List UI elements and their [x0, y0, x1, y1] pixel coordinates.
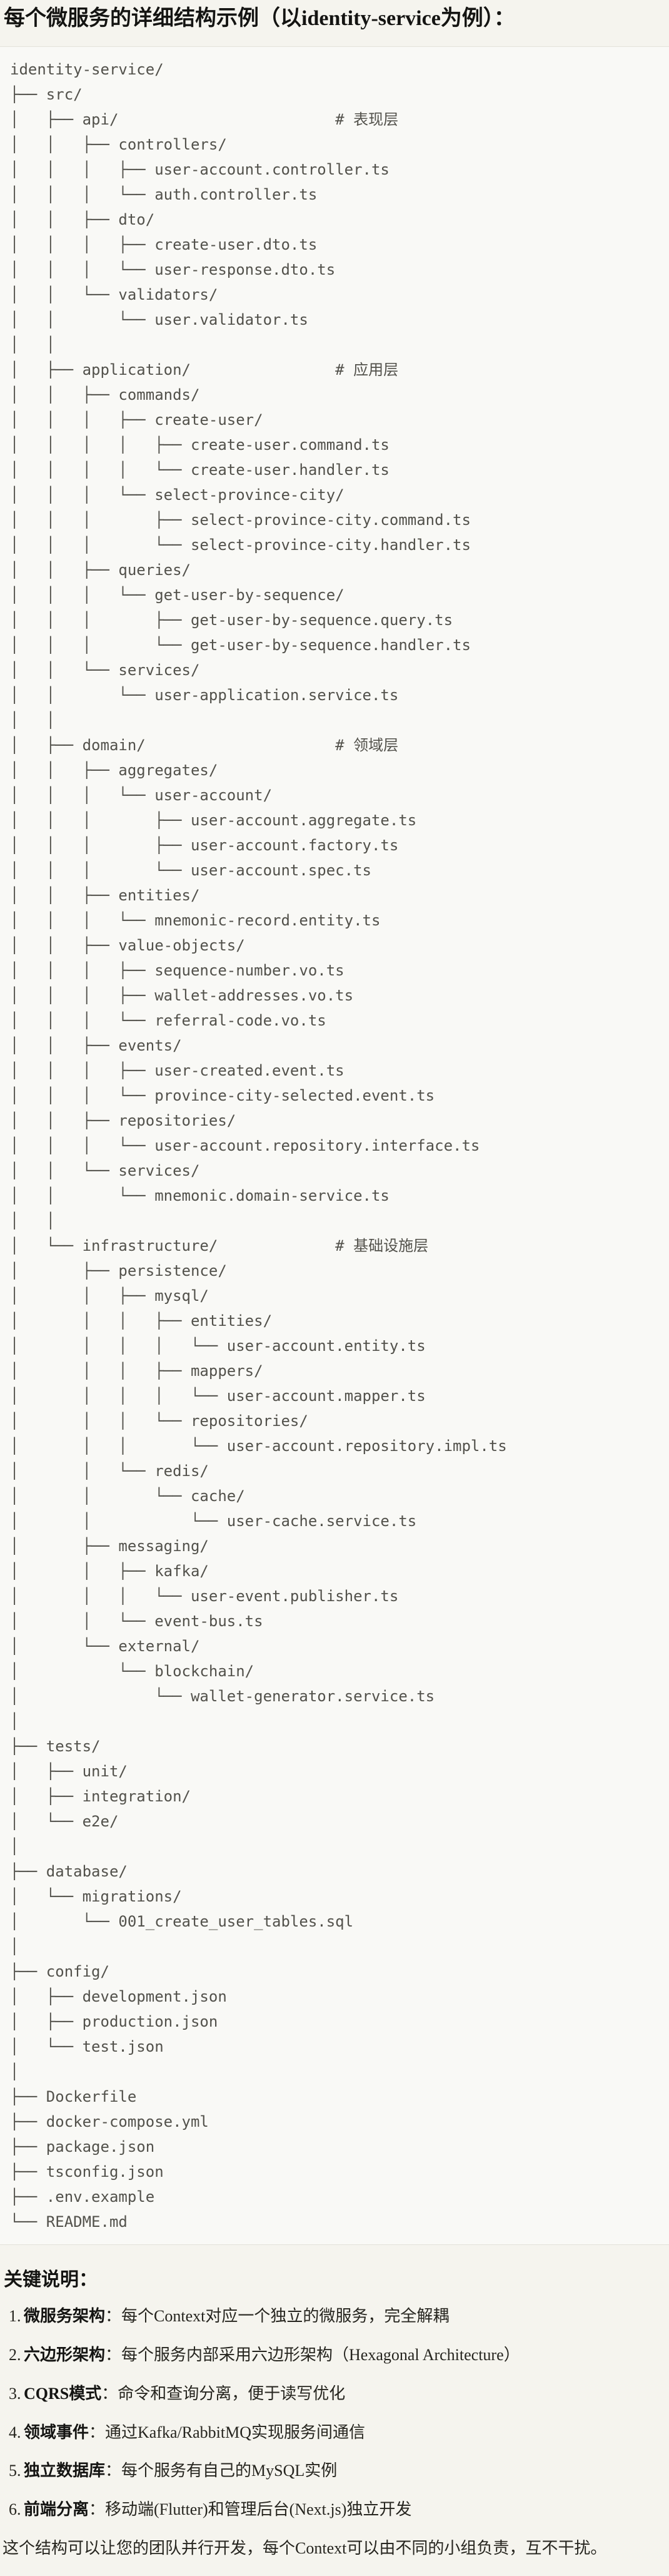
page-title: 每个微服务的详细结构示例（以identity-service为例）： — [4, 7, 515, 30]
note-desc: ：每个服务内部采用六边形架构（Hexagonal Architecture） — [105, 2345, 520, 2364]
note-number: 2. — [9, 2345, 21, 2364]
note-term: 领域事件 — [24, 2423, 89, 2441]
note-item-frontend: 6. 前端分离：移动端(Flutter)和管理后台(Next.js)独立开发 — [9, 2499, 669, 2520]
note-number: 3. — [9, 2384, 21, 2403]
note-desc: ：通过Kafka/RabbitMQ实现服务间通信 — [89, 2423, 365, 2441]
note-term: 六边形架构 — [24, 2345, 106, 2364]
note-term: CQRS模式 — [24, 2384, 102, 2403]
note-text: CQRS模式：命令和查询分离，便于读写优化 — [24, 2383, 345, 2405]
note-number: 6. — [9, 2500, 21, 2519]
note-desc: ：每个Context对应一个独立的微服务，完全解耦 — [105, 2307, 450, 2326]
closing-paragraph: 这个结构可以让您的团队并行开发，每个Context可以由不同的小组负责，互不干扰… — [3, 2538, 607, 2557]
note-term: 独立数据库 — [24, 2461, 106, 2480]
note-term: 微服务架构 — [24, 2307, 106, 2326]
notes-list: 1. 微服务架构：每个Context对应一个独立的微服务，完全解耦 2. 六边形… — [0, 2306, 669, 2520]
note-number: 5. — [9, 2461, 21, 2480]
note-text: 六边形架构：每个服务内部采用六边形架构（Hexagonal Architectu… — [24, 2344, 520, 2366]
note-number: 4. — [9, 2423, 21, 2441]
note-number: 1. — [9, 2307, 21, 2326]
note-desc: ：移动端(Flutter)和管理后台(Next.js)独立开发 — [89, 2500, 412, 2519]
note-item-hexagonal: 2. 六边形架构：每个服务内部采用六边形架构（Hexagonal Archite… — [9, 2344, 669, 2366]
note-term: 前端分离 — [24, 2500, 89, 2519]
code-block: identity-service/ ├── src/ │ ├── api/ # … — [0, 46, 669, 2246]
note-text: 微服务架构：每个Context对应一个独立的微服务，完全解耦 — [24, 2306, 449, 2327]
note-desc: ：命令和查询分离，便于读写优化 — [101, 2384, 346, 2403]
note-text: 领域事件：通过Kafka/RabbitMQ实现服务间通信 — [24, 2422, 365, 2443]
note-item-cqrs: 3. CQRS模式：命令和查询分离，便于读写优化 — [9, 2383, 669, 2405]
note-text: 独立数据库：每个服务有自己的MySQL实例 — [24, 2460, 337, 2482]
notes-heading: 关键说明： — [4, 2269, 98, 2291]
directory-tree: identity-service/ ├── src/ │ ├── api/ # … — [10, 61, 507, 2231]
note-text: 前端分离：移动端(Flutter)和管理后台(Next.js)独立开发 — [24, 2499, 411, 2520]
note-item-database: 5. 独立数据库：每个服务有自己的MySQL实例 — [9, 2460, 669, 2482]
note-desc: ：每个服务有自己的MySQL实例 — [105, 2461, 338, 2480]
note-item-domain-events: 4. 领域事件：通过Kafka/RabbitMQ实现服务间通信 — [9, 2422, 669, 2443]
note-item-microservice: 1. 微服务架构：每个Context对应一个独立的微服务，完全解耦 — [9, 2306, 669, 2327]
